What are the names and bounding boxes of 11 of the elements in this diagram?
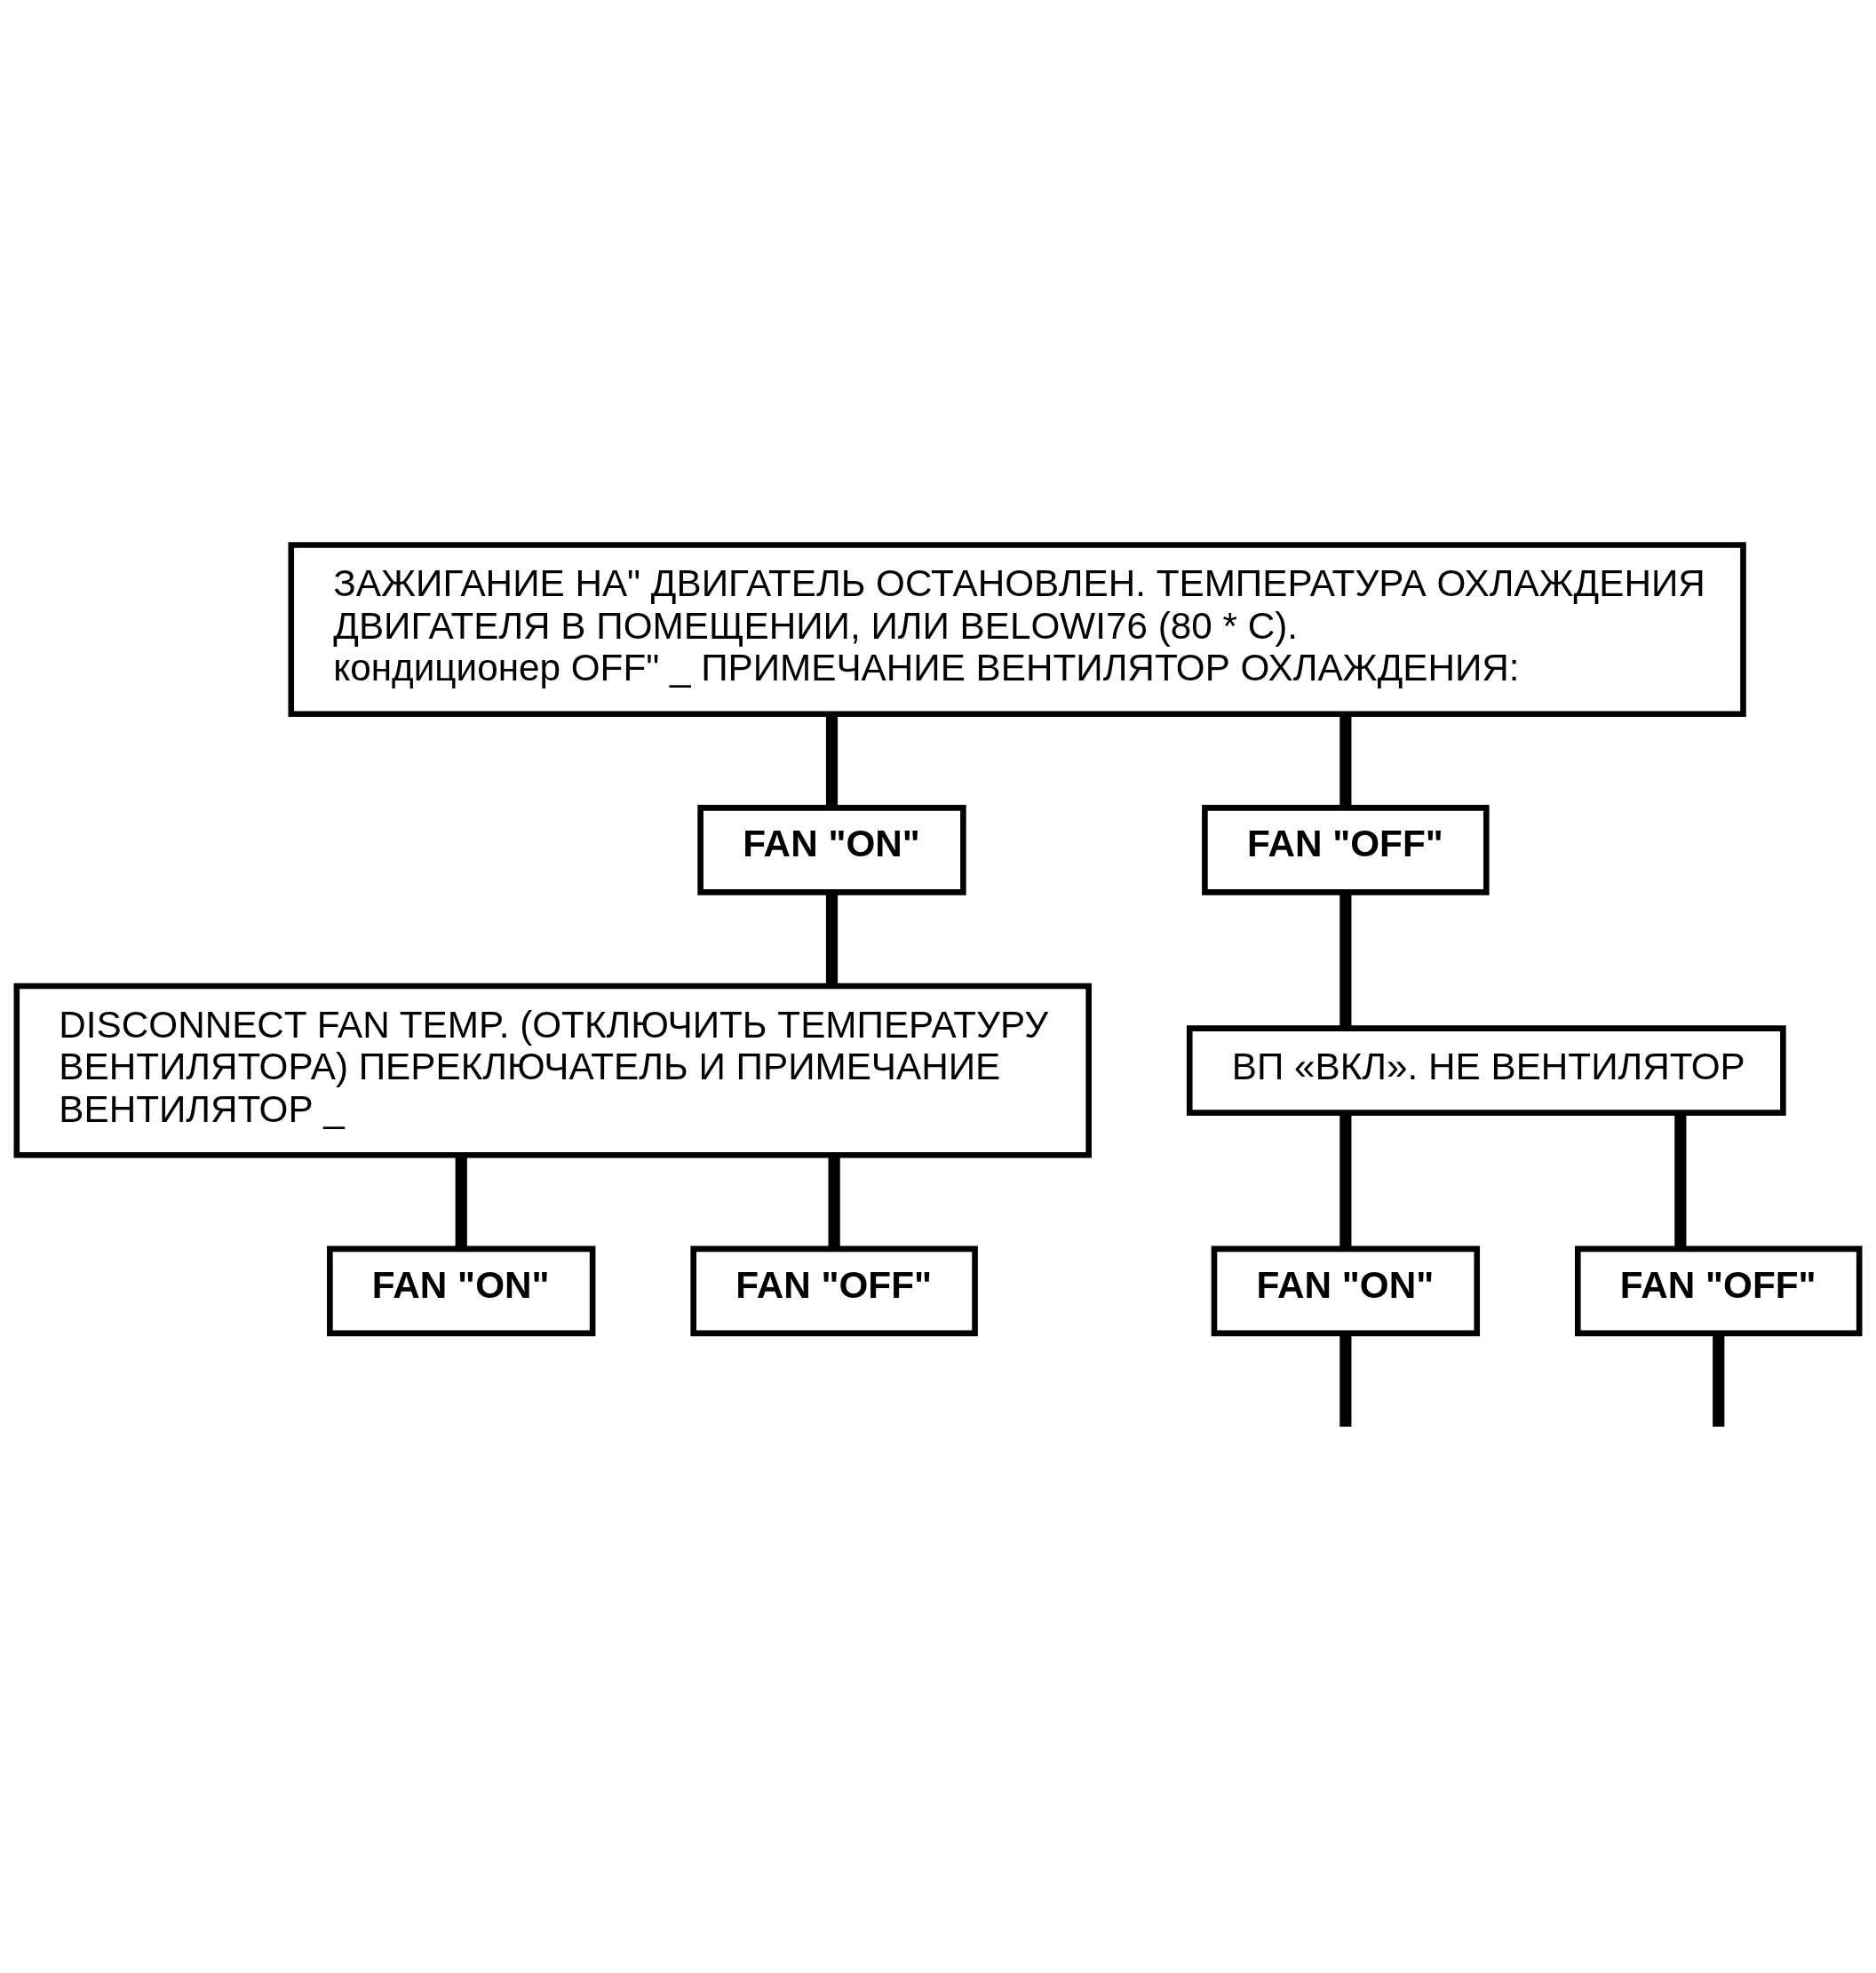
connector [1339, 892, 1352, 1028]
node-box: FAN "OFF" [690, 1245, 978, 1336]
node-box: FAN "OFF" [1575, 1245, 1863, 1336]
node-box: FAN "ON" [697, 804, 966, 895]
node-box: ВП «ВКЛ». НЕ ВЕНТИЛЯТОР [1186, 1024, 1786, 1116]
node-box: FAN "ON" [1211, 1245, 1481, 1336]
connector [825, 892, 839, 985]
node-box: FAN "OFF" [1202, 804, 1490, 895]
node-box: DISCONNECT FAN TEMP. (ОТКЛЮЧИТЬ ТЕМПЕРАТУРУ ВЕНТИЛЯТОРА) ПЕРЕКЛЮЧАТЕЛЬ И ПРИМЕЧАНИЕ ВЕНТИЛЯТОР _ [13, 983, 1092, 1158]
node-box: FAN "ON" [327, 1245, 596, 1336]
node-box: ЗАЖИГАНИЕ НА" ДВИГАТЕЛЬ ОСТАНОВЛЕН. ТЕМПЕРАТУРА ОХЛАЖДЕНИЯ ДВИГАТЕЛЯ В ПОМЕЩЕНИИ, ИЛИ BELOWI76 (80 * C). кондиционер OFF" _ ПРИМЕЧАНИЕ ВЕНТИЛЯТОР ОХЛАЖДЕНИЯ: [288, 541, 1746, 717]
